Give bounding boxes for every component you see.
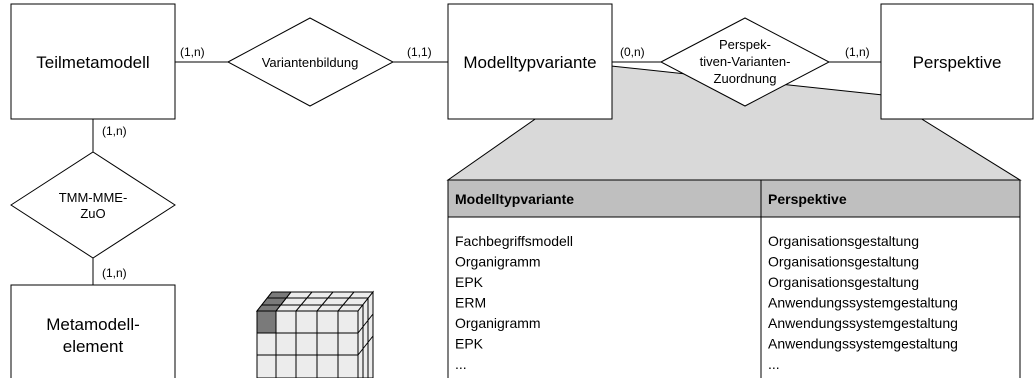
entity-label-metamodell-line2: element — [63, 337, 124, 356]
relationship-label-variantenbildung: Variantenbildung — [262, 55, 359, 70]
cube-icon — [255, 290, 375, 378]
table-header-modelltypvariante: Modelltypvariante — [455, 191, 574, 207]
table-cell-perspektive: Organisationsgestaltung — [768, 233, 919, 249]
cardinality-pvz-perspektive: (1,n) — [845, 45, 870, 59]
table-cell-modelltypvariante: Fachbegriffsmodell — [455, 233, 573, 249]
cardinality-tmm-meta: (1,n) — [102, 266, 127, 280]
table-cell-perspektive: Anwendungssystemgestaltung — [768, 315, 958, 331]
table-header-perspektive: Perspektive — [768, 191, 847, 207]
entity-perspektive — [880, 3, 1034, 120]
table-cell-modelltypvariante: Organigramm — [455, 315, 541, 331]
table-cell-modelltypvariante: EPK — [455, 336, 484, 352]
assignment-table: Modelltypvariante Perspektive — [447, 179, 1021, 378]
cardinality-varianten-modell: (1,1) — [407, 45, 432, 59]
table-cell-perspektive: Organisationsgestaltung — [768, 254, 919, 270]
relationship-label-tmm-line2: ZuO — [80, 206, 105, 221]
relationship-variantenbildung — [226, 17, 395, 107]
table-cell-perspektive: Organisationsgestaltung — [768, 274, 919, 290]
relationship-label-pvz-line2: tiven-Varianten- — [700, 54, 791, 69]
connector-lines — [92, 61, 881, 285]
relationship-perspektiven-varianten-zuordnung — [659, 17, 831, 107]
entity-metamodellelement — [10, 284, 176, 378]
table-cell-modelltypvariante: Organigramm — [455, 254, 541, 270]
table-cell-modelltypvariante: ERM — [455, 295, 486, 311]
entity-label-teilmetamodell: Teilmetamodell — [36, 53, 149, 72]
entity-label-modelltypvariante: Modelltypvariante — [463, 53, 596, 72]
relationship-label-pvz-line3: Zuordnung — [714, 71, 777, 86]
table-cell-perspektive: Anwendungssystemgestaltung — [768, 336, 958, 352]
cardinality-teil-tmm: (1,n) — [102, 124, 127, 138]
entity-label-perspektive: Perspektive — [913, 53, 1002, 72]
relationship-label-pvz-line1: Perspek- — [719, 37, 771, 52]
entity-teilmetamodell — [10, 3, 176, 120]
entity-label-metamodell-line1: Metamodell- — [46, 315, 140, 334]
relationship-label-tmm-line1: TMM-MME- — [59, 190, 128, 205]
cardinality-teil-varianten: (1,n) — [180, 45, 205, 59]
table-cell-perspektive: ... — [768, 356, 780, 372]
table-cell-modelltypvariante: ... — [455, 356, 467, 372]
table-cell-modelltypvariante: EPK — [455, 274, 484, 290]
entity-modelltypvariante — [447, 3, 613, 120]
relationship-tmm-mme-zuo — [10, 151, 176, 259]
cardinality-modell-pvz: (0,n) — [620, 45, 645, 59]
table-cell-perspektive: Anwendungssystemgestaltung — [768, 295, 958, 311]
